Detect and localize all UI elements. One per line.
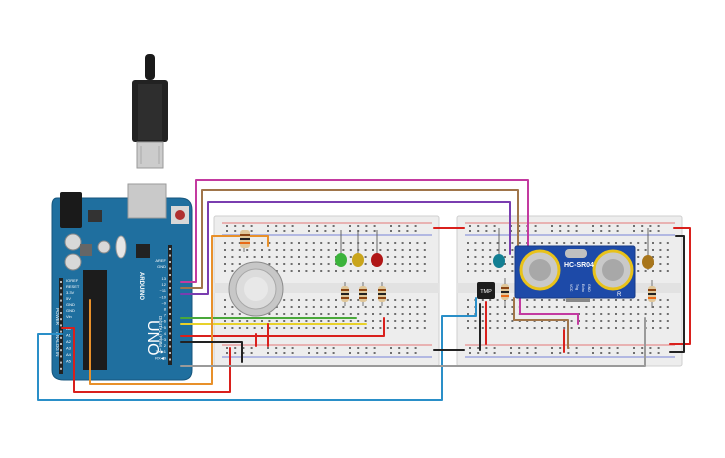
gray-wire[interactable] bbox=[180, 317, 646, 367]
ultrasonic-pin-label: Echo bbox=[581, 284, 585, 292]
power-pin-label: 5V bbox=[66, 296, 71, 301]
dc-jack-icon bbox=[60, 192, 82, 228]
digital-pin-label: 13 bbox=[162, 276, 167, 281]
temp-sensor-label: TMP bbox=[480, 289, 492, 295]
digital-pin-label: ~9 bbox=[161, 300, 166, 305]
ultrasonic-mark: R bbox=[617, 292, 622, 298]
digital-pin-label: RX◀0 bbox=[155, 355, 167, 360]
power-pin-label: 3.3V bbox=[66, 290, 75, 295]
yellow-led[interactable] bbox=[352, 230, 364, 267]
power-pin-label: A1 bbox=[66, 333, 72, 338]
purple-wire[interactable] bbox=[180, 201, 511, 295]
power-pin-label: A2 bbox=[66, 339, 72, 344]
digital-pin-label: AREF bbox=[155, 258, 166, 263]
red-signal-wire[interactable] bbox=[180, 317, 385, 337]
green-led[interactable] bbox=[335, 230, 347, 267]
black-right-rail-wire[interactable] bbox=[669, 235, 685, 353]
magenta-sensor-wire[interactable] bbox=[519, 295, 579, 325]
left-breadboard[interactable] bbox=[213, 215, 440, 367]
analog-pins-label: ANALOG IN bbox=[55, 332, 60, 357]
red-power-wire[interactable] bbox=[61, 327, 231, 393]
red-led[interactable] bbox=[371, 230, 383, 267]
ultrasonic-label: HC-SR04 bbox=[564, 262, 594, 269]
voltage-regulator bbox=[88, 210, 102, 222]
temperature-sensor[interactable]: TMP bbox=[477, 282, 495, 299]
ultrasonic-pin-label: GND bbox=[587, 284, 591, 292]
usb-interface-chip bbox=[136, 244, 150, 258]
power-pin-label: A3 bbox=[66, 346, 72, 351]
teal-led-resistor[interactable] bbox=[501, 278, 509, 306]
magenta-wire[interactable] bbox=[180, 179, 529, 283]
resistor-green-led bbox=[341, 282, 349, 306]
digital-pin-label: ~3 bbox=[161, 337, 166, 342]
teal-led[interactable] bbox=[493, 228, 505, 268]
orange-wire[interactable] bbox=[89, 235, 269, 385]
power-pin-label: Vin bbox=[66, 314, 72, 319]
digital-pin-label: 2 bbox=[164, 343, 167, 348]
power-pin-label: A4 bbox=[66, 352, 72, 357]
digital-pin-label: 8 bbox=[164, 307, 167, 312]
red-right-rail-wire[interactable] bbox=[669, 227, 691, 345]
power-pin-label: IOREF bbox=[66, 278, 79, 283]
black-ground-wire[interactable] bbox=[180, 341, 243, 363]
power-pin-label: GND bbox=[66, 302, 75, 307]
gas-sensor-resistor[interactable] bbox=[240, 230, 250, 248]
left-breadboard-holes bbox=[224, 225, 426, 354]
usb-port bbox=[127, 183, 167, 219]
amber-led[interactable] bbox=[642, 228, 654, 270]
digital-pins-label: DIGITAL (PWM ~) bbox=[158, 316, 163, 353]
power-pin-label: GND bbox=[66, 308, 75, 313]
blue-wire[interactable] bbox=[37, 297, 477, 401]
ultrasonic-pin-label: Trig bbox=[575, 284, 579, 290]
power-pins-label: POWER bbox=[55, 308, 60, 326]
usb-cable-icon bbox=[132, 54, 168, 169]
power-pin-label: A5 bbox=[66, 359, 72, 364]
brown-sensor-wire[interactable] bbox=[513, 297, 569, 349]
atmega-chip-icon bbox=[83, 270, 107, 370]
brown-wire[interactable] bbox=[180, 189, 519, 289]
power-pin-label: RESET bbox=[66, 284, 80, 289]
resistor-yellow-led bbox=[359, 282, 367, 306]
digital-pin-label: GND bbox=[157, 264, 166, 269]
digital-pin-label: TX▶1 bbox=[156, 349, 167, 354]
arduino-brand: ARDUINO bbox=[138, 272, 144, 300]
ultrasonic-pin-label: VCC bbox=[569, 284, 573, 292]
amber-led-resistor[interactable] bbox=[648, 280, 656, 308]
arduino-model: UNO bbox=[144, 320, 161, 356]
arduino-uno-board[interactable]: ARDUINO UNO DIGITAL (PWM ~) POWER ANALOG… bbox=[51, 183, 193, 381]
digital-pin-label: ~5 bbox=[161, 325, 166, 330]
digital-pin-label: 4 bbox=[164, 331, 167, 336]
gas-sensor[interactable] bbox=[228, 246, 284, 317]
digital-pin-label: ~6 bbox=[161, 319, 166, 324]
digital-pin-label: 7 bbox=[164, 313, 167, 318]
resistor-red-led bbox=[378, 282, 386, 306]
digital-pin-label: ~10 bbox=[159, 294, 167, 299]
digital-pin-label: ~11 bbox=[160, 288, 167, 293]
digital-pin-label: 12 bbox=[162, 282, 167, 287]
led-resistors[interactable] bbox=[341, 282, 386, 306]
